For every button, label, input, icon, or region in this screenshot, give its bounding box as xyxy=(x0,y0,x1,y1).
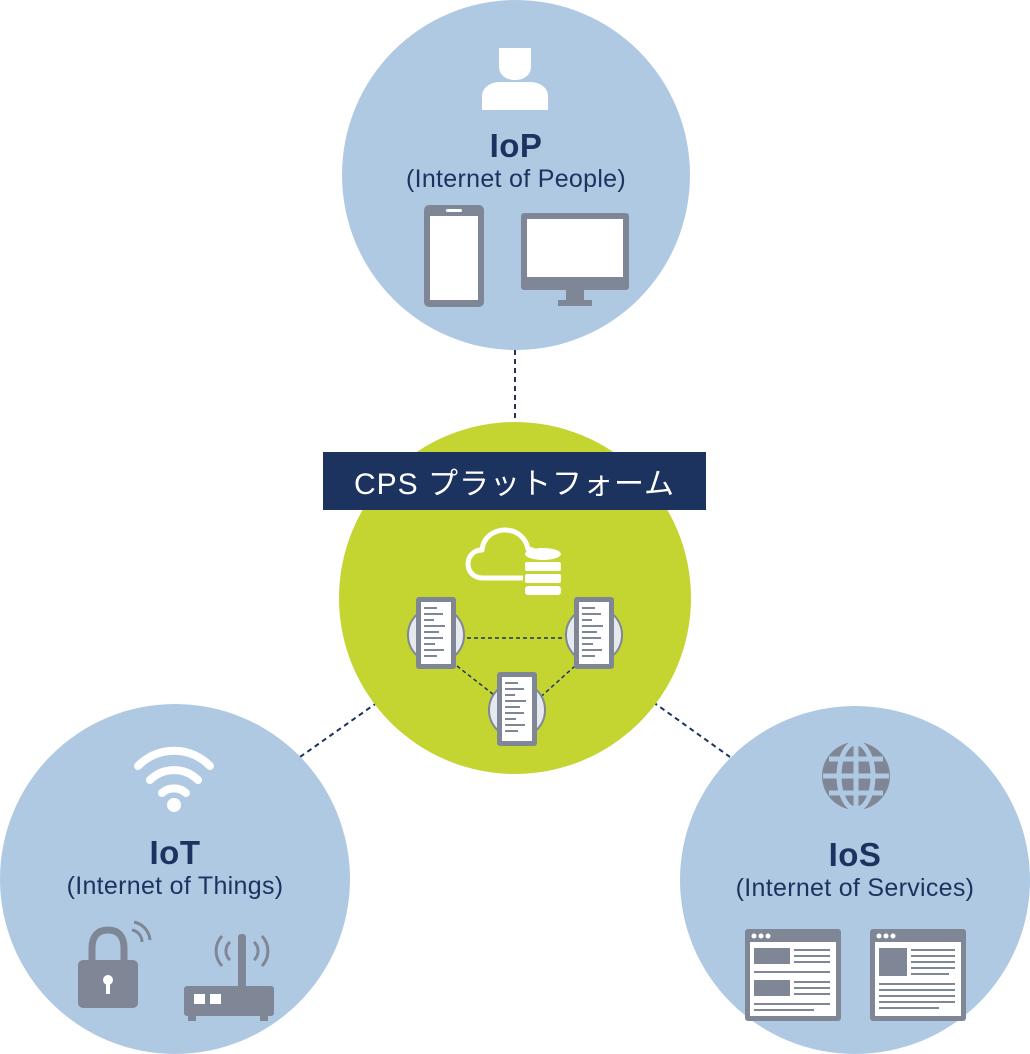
ios-title: IoS xyxy=(828,836,882,873)
ios-subtitle: (Internet of Services) xyxy=(735,874,975,902)
connector-iot xyxy=(299,701,379,758)
browser-window-icon xyxy=(870,929,966,1021)
router-icon xyxy=(184,934,274,1021)
person-icon xyxy=(482,48,548,110)
globe-icon xyxy=(822,740,890,812)
iop-node: IoP (Internet of People) xyxy=(342,0,690,350)
browser-window-icon xyxy=(745,929,841,1021)
monitor-icon xyxy=(521,213,629,306)
server-icon xyxy=(407,597,465,669)
server-icon xyxy=(488,672,546,746)
iop-title: IoP xyxy=(489,127,543,164)
server-network xyxy=(407,597,623,746)
wifi-icon xyxy=(134,746,214,812)
database-icon xyxy=(523,548,563,596)
platform-node xyxy=(339,422,691,774)
lock-icon xyxy=(78,920,152,1008)
iot-node: IoT (Internet of Things) xyxy=(0,704,350,1054)
platform-label: CPS プラットフォーム xyxy=(323,452,706,510)
iot-subtitle: (Internet of Things) xyxy=(66,872,284,900)
connector-ios xyxy=(652,701,731,758)
ios-node: IoS (Internet of Services) xyxy=(680,706,1030,1054)
smartphone-icon xyxy=(424,205,484,307)
server-icon xyxy=(565,597,623,669)
iop-subtitle: (Internet of People) xyxy=(405,165,626,193)
iot-title: IoT xyxy=(149,834,201,871)
